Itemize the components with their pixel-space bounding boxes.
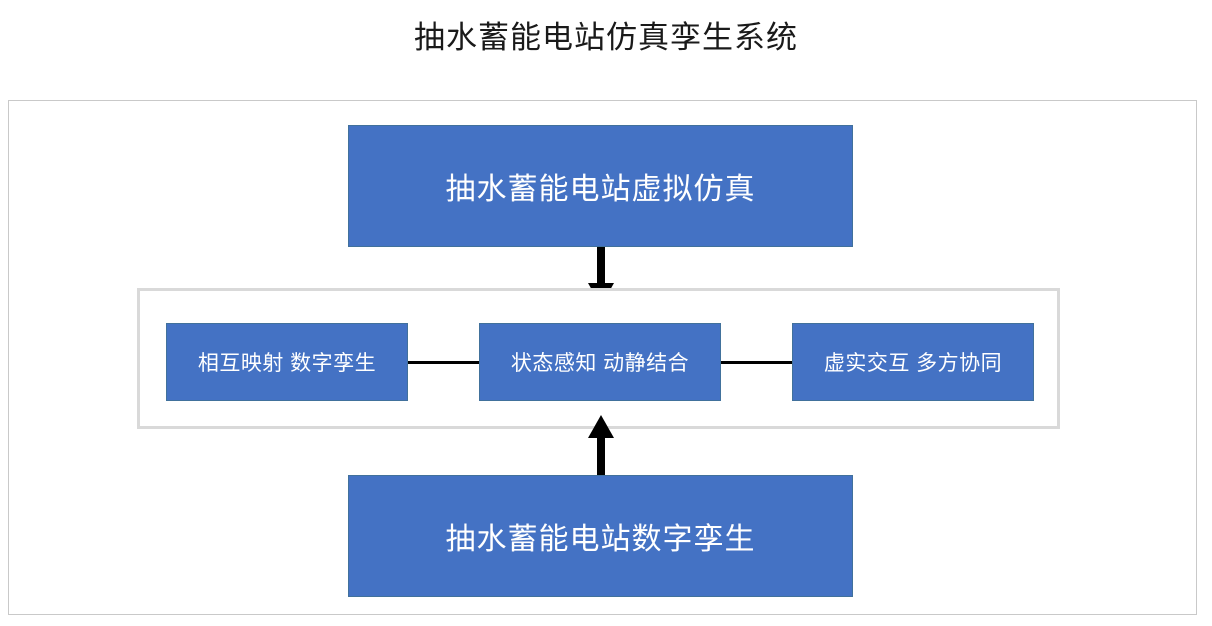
feature-node-1-label: 相互映射 数字孪生 xyxy=(197,352,377,375)
feature-node-1[interactable]: 相互映射 数字孪生 xyxy=(166,323,408,401)
feature-node-3-label: 虚实交互 多方协同 xyxy=(823,352,1003,375)
up-arrow-shaft xyxy=(597,437,605,475)
node-digital-twin-label: 抽水蓄能电站数字孪生 xyxy=(445,523,756,556)
diagram-canvas: 抽水蓄能电站虚拟仿真 相互映射 数字孪生 状态感知 动静结合 虚实交互 多方协同… xyxy=(8,100,1197,615)
up-arrow-head xyxy=(588,415,614,438)
feature-node-3[interactable]: 虚实交互 多方协同 xyxy=(792,323,1034,401)
feature-node-2[interactable]: 状态感知 动静结合 xyxy=(479,323,721,401)
connector-line-1-2 xyxy=(408,361,479,364)
node-virtual-simulation-label: 抽水蓄能电站虚拟仿真 xyxy=(445,173,756,206)
feature-node-2-label: 状态感知 动静结合 xyxy=(510,352,690,375)
node-digital-twin[interactable]: 抽水蓄能电站数字孪生 xyxy=(348,475,853,597)
connector-line-2-3 xyxy=(721,361,792,364)
page-title: 抽水蓄能电站仿真孪生系统 xyxy=(414,20,798,55)
down-arrow-shaft xyxy=(597,247,605,285)
node-virtual-simulation[interactable]: 抽水蓄能电站虚拟仿真 xyxy=(348,125,853,247)
up-arrow-icon xyxy=(588,415,614,475)
